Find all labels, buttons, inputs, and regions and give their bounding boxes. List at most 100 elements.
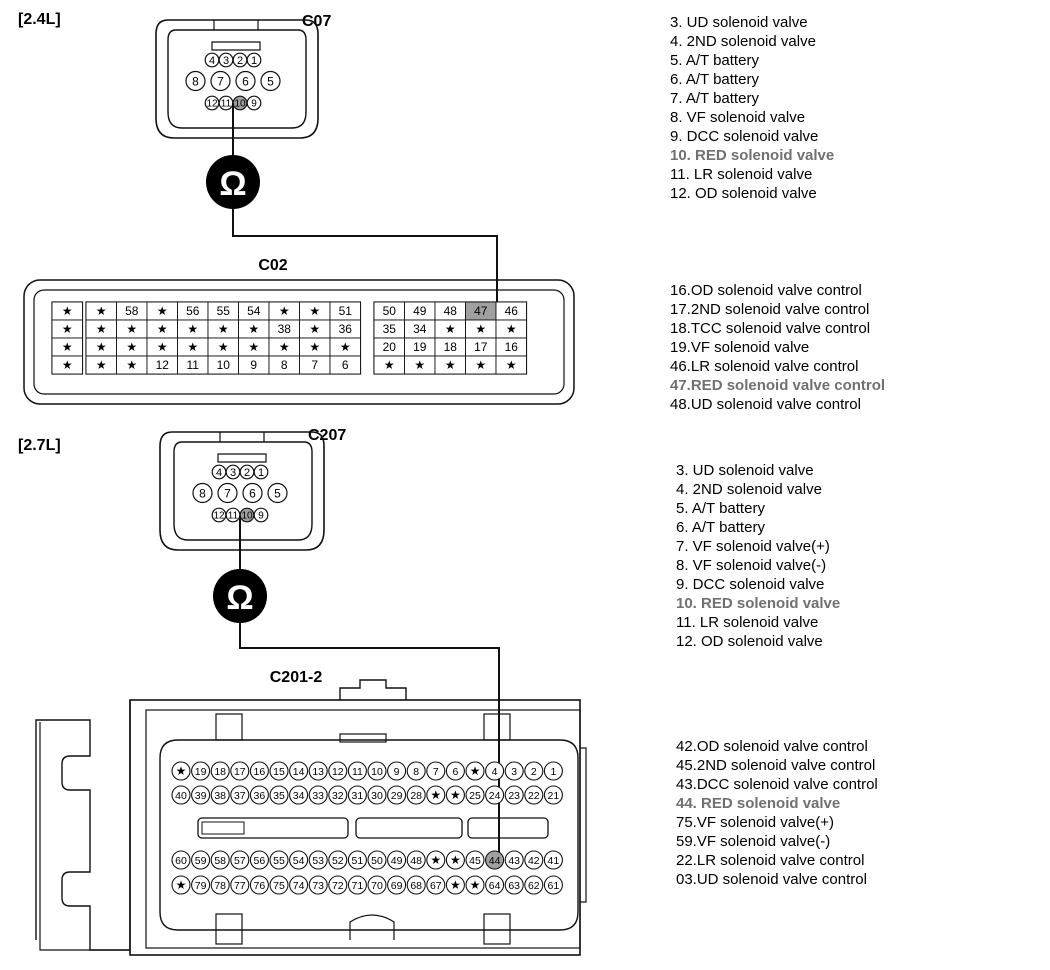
- plug-pin: 4: [211, 464, 227, 480]
- pin-label: ★: [96, 304, 107, 318]
- ecu-pin: 32: [328, 785, 348, 805]
- ecu-pin: 39: [191, 785, 211, 805]
- pin-label: ★: [157, 340, 168, 354]
- pin-label: 19: [195, 766, 207, 778]
- ecu-pin: 31: [347, 785, 367, 805]
- plug-pin: 2: [232, 52, 248, 68]
- pin-description: 75.VF solenoid valve(+): [676, 814, 834, 831]
- ecu-pin: 72: [328, 875, 348, 895]
- pin-label: ★: [176, 878, 187, 892]
- pin-description: 3. UD solenoid valve: [676, 462, 814, 479]
- pin-label: 50: [383, 304, 397, 318]
- pin-label: 10: [241, 511, 253, 522]
- ecu-pin: 52: [328, 850, 348, 870]
- pin-label: 49: [413, 304, 427, 318]
- ecu-pin-cell: 35: [373, 319, 405, 339]
- ecu-pin-cell: 58: [116, 301, 148, 321]
- pin-label: 41: [548, 855, 560, 867]
- ecu-pin: 34: [289, 785, 309, 805]
- pin-label: ★: [506, 358, 517, 372]
- ecu-pin: ★: [171, 875, 191, 895]
- pin-label: 12: [206, 99, 218, 110]
- plug-pin: 4: [204, 52, 220, 68]
- pin-label: 38: [278, 322, 292, 336]
- ecu-pin-cell: 36: [329, 319, 361, 339]
- pin-label: 21: [548, 790, 560, 802]
- pin-label: 79: [195, 880, 207, 892]
- ecu-pin-cell: 47: [465, 301, 497, 321]
- pin-description: 8. VF solenoid valve(-): [676, 557, 826, 574]
- pin-description: 42.OD solenoid valve control: [676, 738, 868, 755]
- pin-label: 64: [489, 880, 501, 892]
- pin-label: ★: [62, 304, 73, 318]
- ecu-pin-cell: ★: [434, 319, 466, 339]
- pin-label: ★: [62, 340, 73, 354]
- plug-pin: 12: [204, 95, 220, 111]
- ecu-pin: 8: [406, 761, 426, 781]
- ecu-pin-cell: 38: [268, 319, 300, 339]
- ecu-pin: 76: [249, 875, 269, 895]
- pin-description: 5. A/T battery: [676, 500, 765, 517]
- pin-label: 18: [214, 766, 226, 778]
- pin-label: 49: [391, 855, 403, 867]
- pin-description: 48.UD solenoid valve control: [670, 396, 861, 413]
- pin-label: 6: [249, 486, 256, 500]
- ecu-pin: 23: [504, 785, 524, 805]
- ecu-pin: 43: [504, 850, 524, 870]
- pin-label: 55: [273, 855, 285, 867]
- pin-label: ★: [309, 340, 320, 354]
- pin-description-highlighted: 10. RED solenoid valve: [670, 147, 834, 164]
- pin-label: 40: [175, 790, 187, 802]
- pin-label: ★: [279, 304, 290, 318]
- pin-description: 12. OD solenoid valve: [676, 633, 823, 650]
- pin-label: 23: [508, 790, 520, 802]
- ecu-pin-cell: ★: [116, 355, 148, 375]
- pin-label: 63: [508, 880, 520, 892]
- pin-label: 9: [251, 99, 257, 110]
- pin-label: 12: [213, 511, 225, 522]
- ecu-pin-cell: ★: [85, 337, 117, 357]
- ecu-pin-cell: ★: [238, 319, 270, 339]
- ecu-pin-cell: 34: [404, 319, 436, 339]
- pin-label: ★: [450, 878, 461, 892]
- pin-label: 18: [444, 340, 458, 354]
- pin-label: 51: [339, 304, 353, 318]
- test-wire: [239, 516, 500, 858]
- pin-description-highlighted: 47.RED solenoid valve control: [670, 377, 885, 394]
- pin-label: 67: [430, 880, 442, 892]
- pin-label: 38: [214, 790, 226, 802]
- ecu-pin: 7: [426, 761, 446, 781]
- pin-label: 7: [433, 766, 439, 778]
- pin-label: 22: [528, 790, 540, 802]
- pin-label: ★: [96, 358, 107, 372]
- ecu-pin: 15: [269, 761, 289, 781]
- pin-label: 55: [217, 304, 231, 318]
- pin-label: 48: [410, 855, 422, 867]
- pin-label: ★: [157, 322, 168, 336]
- pin-label: ★: [309, 304, 320, 318]
- plug-pin: 10: [232, 95, 248, 111]
- ecu-pin: 64: [485, 875, 505, 895]
- pin-label: 11: [221, 99, 232, 110]
- pin-label: ★: [475, 322, 486, 336]
- pin-description: 9. DCC solenoid valve: [676, 576, 824, 593]
- ecu-pin-cell: ★: [51, 301, 83, 321]
- pin-label: 11: [228, 511, 239, 522]
- ecu-pin: 37: [230, 785, 250, 805]
- ecu-pin: 17: [230, 761, 250, 781]
- pin-label: 78: [214, 880, 226, 892]
- ecu-pin: 63: [504, 875, 524, 895]
- pin-label: 71: [352, 880, 364, 892]
- ecu-pin-cell: ★: [177, 337, 209, 357]
- pin-label: ★: [414, 358, 425, 372]
- pin-label: ★: [340, 340, 351, 354]
- pin-label: ★: [450, 853, 461, 867]
- ecu-pin-cell: 11: [177, 355, 209, 375]
- plug-pin: 6: [242, 482, 263, 504]
- plug-pin: 9: [246, 95, 262, 111]
- plug-pin: 6: [235, 70, 256, 92]
